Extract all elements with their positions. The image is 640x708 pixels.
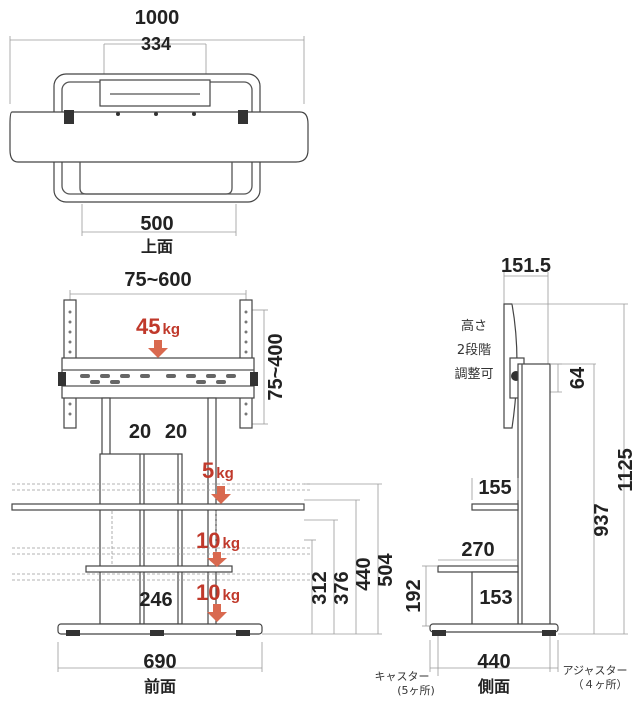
- bracket-depth-dim: 151.5: [501, 255, 551, 277]
- lower-shelf: [85, 565, 233, 573]
- height-note-line1: 高さ: [461, 318, 487, 334]
- vesa-height-dim: 75~400: [265, 333, 287, 400]
- front-caster-center: [150, 630, 164, 636]
- side-height-max-dim: 1125: [615, 448, 637, 491]
- side-view: 151.5 高さ 2段階 調整可 64 155 270 153 192: [375, 255, 638, 697]
- shelf-height-504-dim: 504: [375, 552, 397, 586]
- adjuster-label: アジャスター: [562, 664, 627, 677]
- side-view-label: 側面: [477, 677, 510, 696]
- height-note-line3: 調整可: [454, 367, 493, 382]
- side-caster: [432, 630, 446, 636]
- front-caster-left: [66, 630, 80, 636]
- front-view-label: 前面: [144, 677, 176, 696]
- side-height-min-dim: 937: [591, 503, 613, 536]
- mount-left-knob: [58, 372, 66, 386]
- front-caster-right: [236, 630, 250, 636]
- top-base-width-dim: 500: [140, 213, 173, 235]
- load-lower-shelf-arrow: [207, 552, 227, 567]
- top-mount-bracket: [99, 79, 211, 107]
- shelf-height-440-dim: 440: [353, 557, 375, 590]
- side-upper-shelf-depth-dim: 155: [478, 477, 511, 499]
- shelf-height-312-dim: 312: [309, 571, 331, 604]
- caster-label: キャスター: [375, 670, 430, 683]
- mount-right-knob: [250, 372, 258, 386]
- top-view-label: 上面: [141, 237, 173, 256]
- load-base-arrow: [207, 604, 227, 622]
- top-mount-width-dim: 334: [141, 34, 171, 54]
- bracket-offset-dim: 64: [567, 366, 589, 389]
- upper-shelf: [11, 503, 305, 511]
- side-lower-shelf: [437, 565, 519, 573]
- top-width-dim: 1000: [135, 7, 180, 29]
- shelf-height-376-dim: 376: [331, 571, 353, 604]
- top-view: 1000 334 500 上面: [9, 7, 309, 256]
- vesa-width-dim: 75~600: [124, 269, 191, 291]
- load-display-arrow: [148, 340, 168, 358]
- shelf-spacing-dim: 246: [139, 589, 172, 611]
- top-left-clamp: [64, 110, 74, 124]
- load-upper-shelf-arrow: [211, 486, 231, 504]
- top-right-clamp: [238, 110, 248, 124]
- side-base: [429, 623, 559, 633]
- side-lower-shelf-inner-dim: 153: [479, 587, 512, 609]
- side-lower-shelf-depth-dim: 270: [461, 539, 494, 561]
- pole-gap-right-dim: 20: [165, 421, 187, 443]
- front-base-width-dim: 690: [143, 651, 176, 673]
- side-column: [517, 363, 551, 627]
- pole-gap-left-dim: 20: [129, 421, 151, 443]
- side-lower-shelf-height-dim: 192: [403, 579, 425, 612]
- side-lower-shelf-box: [471, 571, 519, 627]
- center-column: [99, 453, 183, 625]
- mount-plate: [61, 357, 255, 399]
- height-note-line2: 2段階: [457, 343, 491, 358]
- side-adjuster: [542, 630, 556, 636]
- top-tv-panel: [9, 111, 309, 163]
- caster-count: (5ヶ所): [397, 684, 435, 697]
- adjuster-count: （４ヶ所）: [573, 678, 628, 691]
- side-base-depth-dim: 440: [477, 651, 510, 673]
- side-upper-shelf: [471, 503, 519, 511]
